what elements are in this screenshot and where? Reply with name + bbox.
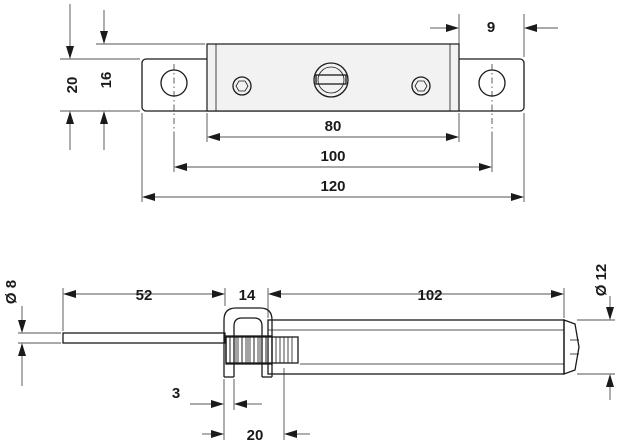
dim-body-length: 102 bbox=[417, 287, 442, 304]
hex-screw-right bbox=[411, 76, 431, 96]
cylinder-body bbox=[267, 319, 565, 375]
side-view: Ø 8 52 14 102 Ø 12 3 bbox=[3, 264, 615, 443]
dim-hole-spacing: 100 bbox=[320, 148, 345, 165]
dim-rod-diameter: Ø 8 bbox=[3, 280, 20, 304]
slotted-adjuster bbox=[313, 62, 349, 98]
dim-body-height: 16 bbox=[98, 72, 115, 89]
dim-bracket-width: 14 bbox=[239, 287, 256, 304]
dim-overall-length: 120 bbox=[320, 178, 345, 195]
end-cap bbox=[563, 319, 580, 375]
dim-rod-length: 52 bbox=[136, 287, 153, 304]
dim-bracket-plate: 3 bbox=[172, 385, 180, 402]
dim-flange-height: 20 bbox=[64, 77, 81, 94]
dim-screw-spacing: 80 bbox=[325, 118, 342, 135]
hex-screw-left bbox=[232, 76, 252, 96]
plunger-rod bbox=[62, 332, 226, 344]
dim-bracket-span: 20 bbox=[247, 427, 264, 443]
top-view: 20 16 9 80 100 120 bbox=[60, 4, 558, 202]
dim-tab-width: 9 bbox=[487, 19, 495, 36]
dim-body-diameter: Ø 12 bbox=[593, 264, 610, 297]
u-bracket bbox=[223, 307, 273, 378]
